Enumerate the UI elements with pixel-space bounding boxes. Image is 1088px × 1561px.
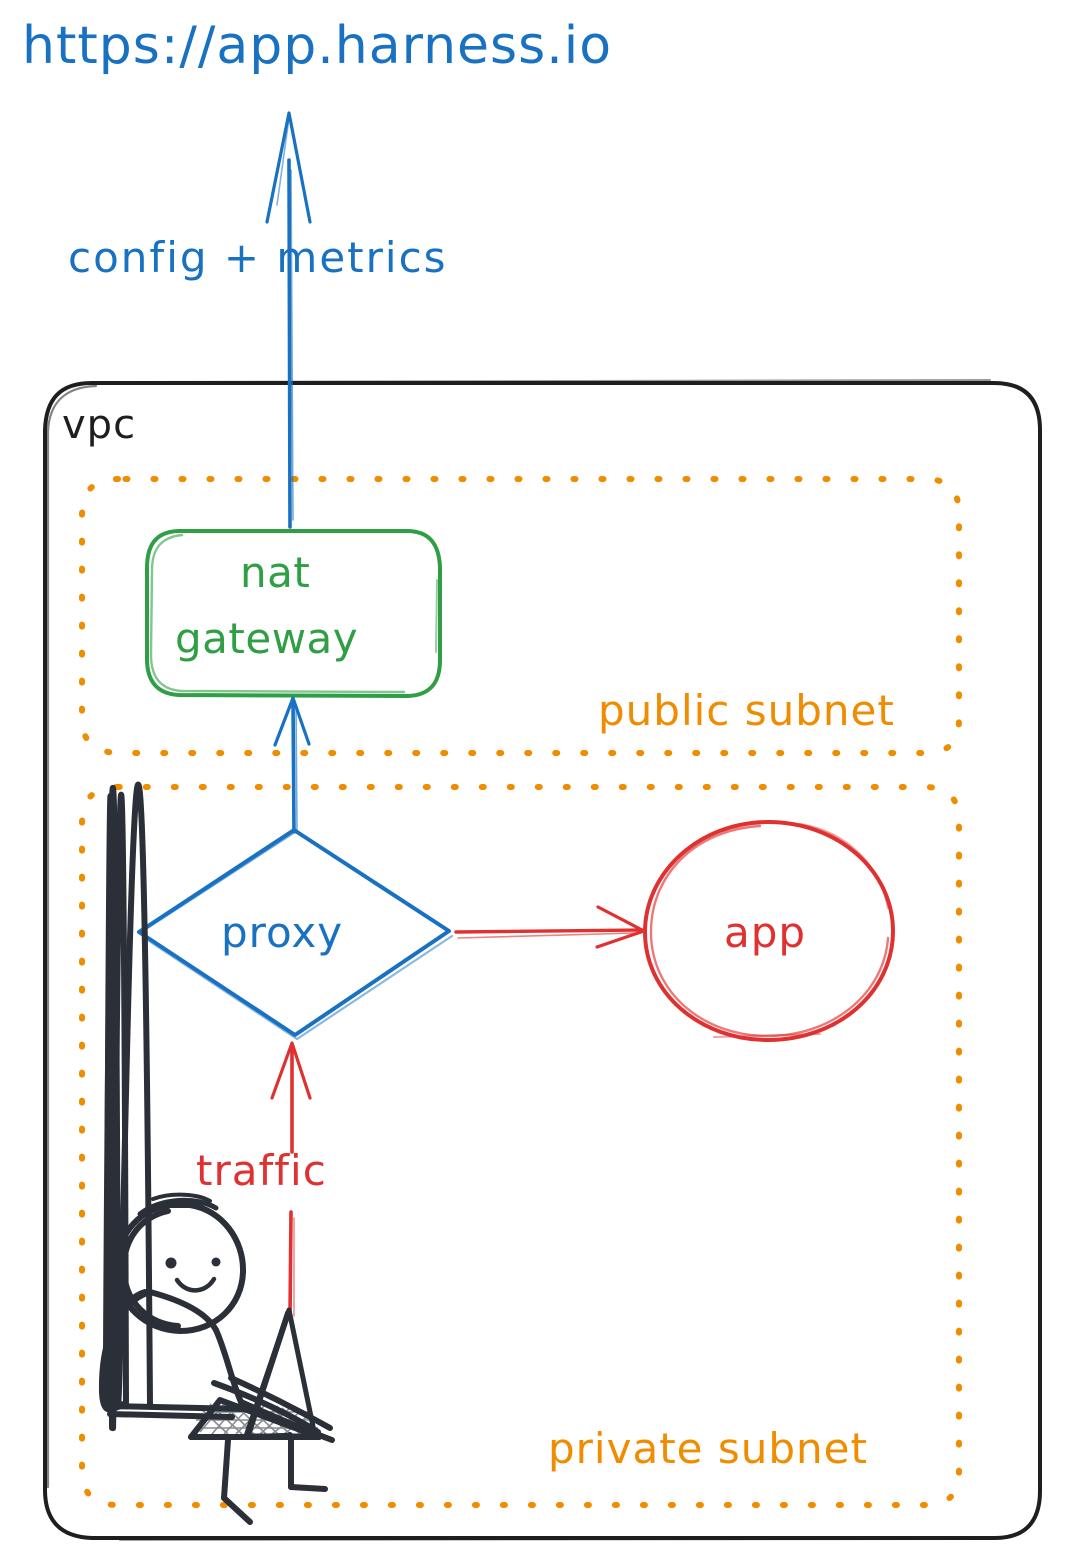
vpc-boundary [43, 379, 1042, 1541]
arrow-nat-to-url [265, 111, 312, 529]
public-subnet-label: public subnet [598, 686, 895, 735]
arrow-proxy-to-nat [273, 696, 311, 834]
nat-gateway-shape[interactable] [145, 529, 442, 698]
proxy-shape[interactable] [137, 828, 454, 1041]
nat-gateway-label-line1: nat [240, 548, 311, 597]
vpc-container-label: vpc [62, 402, 137, 448]
user-stick-figure [98, 781, 335, 1525]
arrow-proxy-to-app [454, 905, 646, 949]
private-subnet-label: private subnet [548, 1424, 868, 1473]
app-shape[interactable] [643, 820, 895, 1042]
nat-gateway-label-line2: gateway [175, 614, 359, 663]
harness-url-label[interactable]: https://app.harness.io [22, 16, 613, 76]
config-metrics-edge-label: config + metrics [68, 233, 448, 282]
app-node-label: app [724, 908, 807, 957]
laptop-screen-hatch [196, 1402, 318, 1435]
proxy-node-label: proxy [221, 908, 344, 957]
traffic-edge-label: traffic [196, 1146, 327, 1195]
arrow-traffic-to-proxy [270, 1041, 312, 1320]
